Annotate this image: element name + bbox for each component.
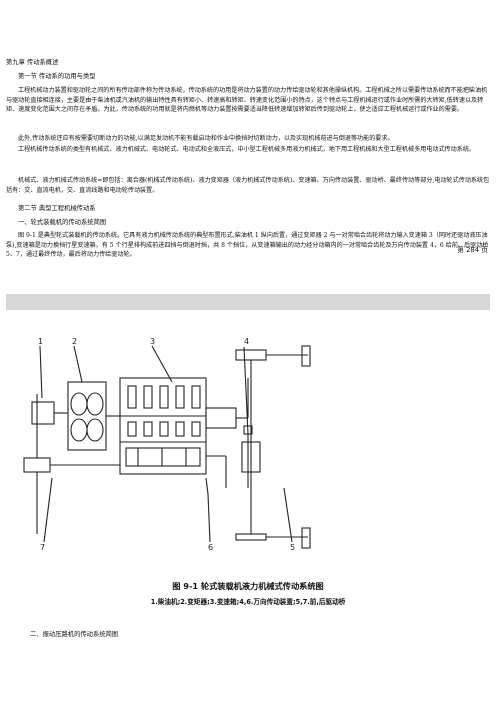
page-separator (6, 294, 490, 310)
section2-title: 第二节 典型工程机械传动系 (18, 205, 96, 212)
section1-title: 第一节 传动系的功用与类型 (18, 73, 96, 80)
callout-7: 7 (40, 543, 45, 552)
callout-4: 4 (244, 338, 249, 346)
callout-2: 2 (72, 338, 77, 346)
subsection2-title: 二、振动压路机的传动系统简图 (30, 631, 119, 639)
figure-caption-legend: 1.柴油机;2.变矩器;3.变速箱;4,6.万向传动装置;5,7.前,后驱动桥 (150, 598, 346, 606)
paragraph-1: 工程机械动力装置和驱动轮之间的所有传动部件称为传动系统，传动系统的功用是将动力装… (6, 87, 488, 114)
paragraph-3: 工程机械传动系统的类型有机械式、液力机械式、电动轮式、电动式和全液压式，中小型工… (18, 146, 476, 153)
drive-train-diagram: 1 2 3 4 7 6 5 (23, 338, 311, 552)
paragraph-5: 图 9-1 是典型轮式装载机的传动系统。它具有液力机械传动系统的典型布置形式,柴… (6, 232, 489, 259)
subsection1-title: 一、轮式装载机的传动系统简图 (18, 219, 107, 226)
chapter-title: 第九章 传动系概述 (6, 59, 59, 66)
callout-6: 6 (208, 543, 213, 552)
figure-caption-title: 图 9-1 轮式装载机液力机械式传动系统图 (172, 581, 324, 591)
callout-1: 1 (38, 338, 43, 346)
page-number: 第 284 页 (457, 246, 488, 254)
callout-3: 3 (150, 338, 155, 346)
paragraph-4: 机械式、液力机械式传动系统≈即包括：离合器(机械式传动系统)、液力变矩器（液力机… (6, 177, 490, 194)
paragraph-2: 此外,传动系统还应有按需要切断动力的功能,以满足发动机不能有载启动和作业中换挡时… (18, 135, 394, 142)
callout-5: 5 (290, 543, 295, 552)
